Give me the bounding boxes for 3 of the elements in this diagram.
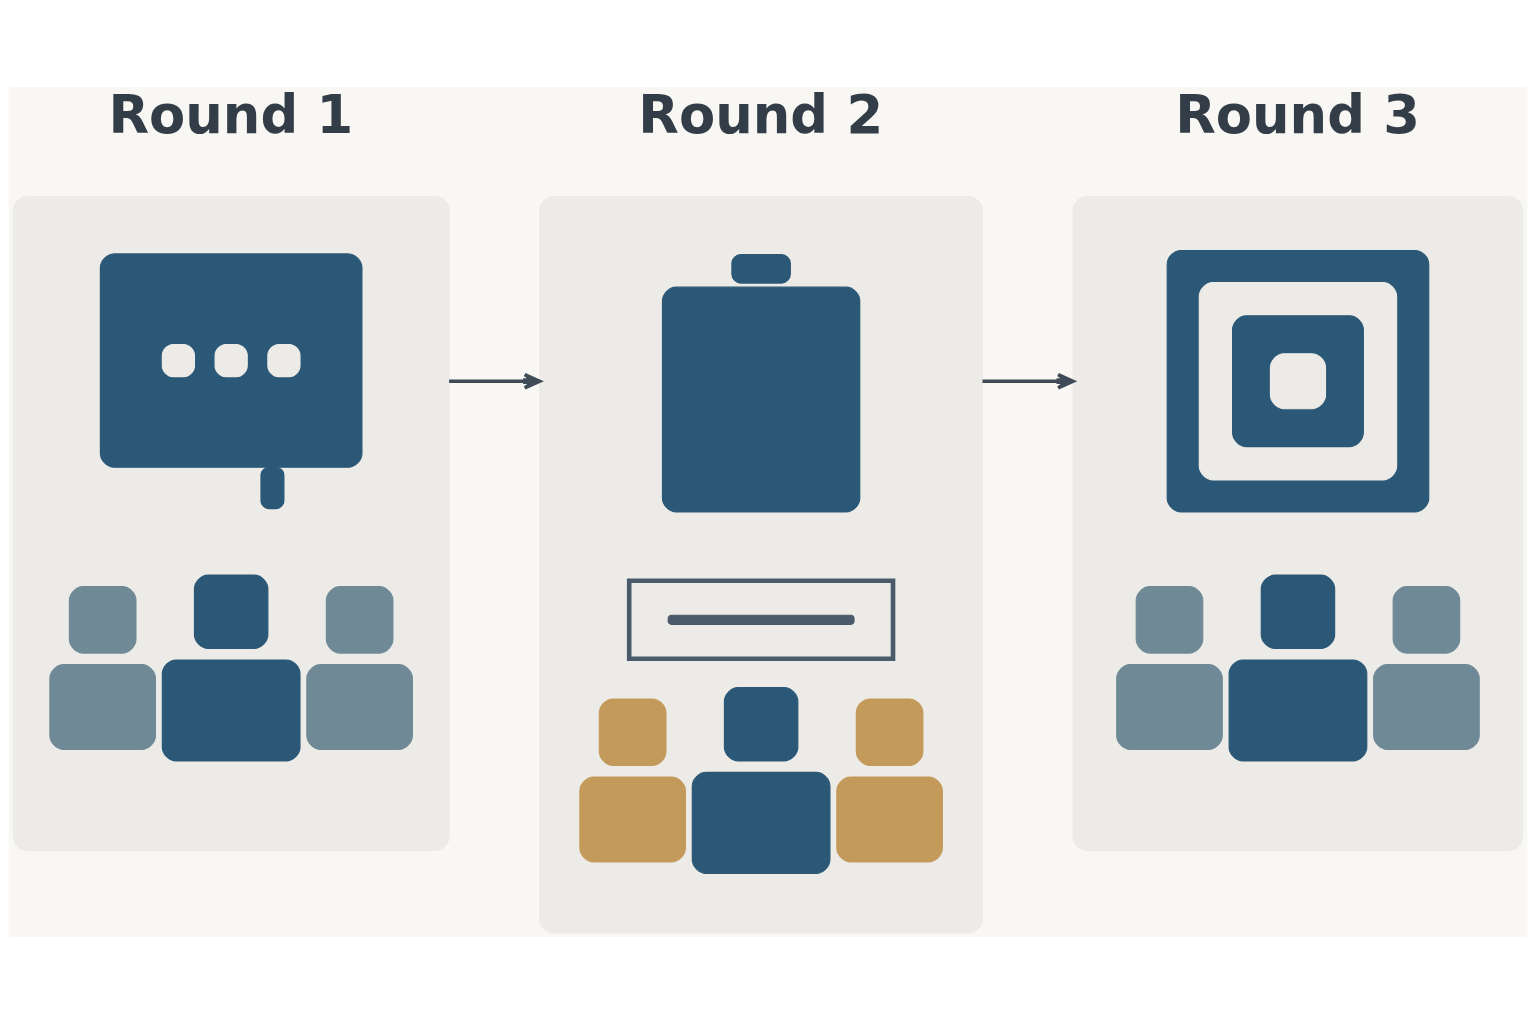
node-label: Round 3 — [1175, 84, 1421, 146]
node-label: Round 1 — [108, 84, 354, 146]
node-label: Round 2 — [638, 84, 884, 146]
